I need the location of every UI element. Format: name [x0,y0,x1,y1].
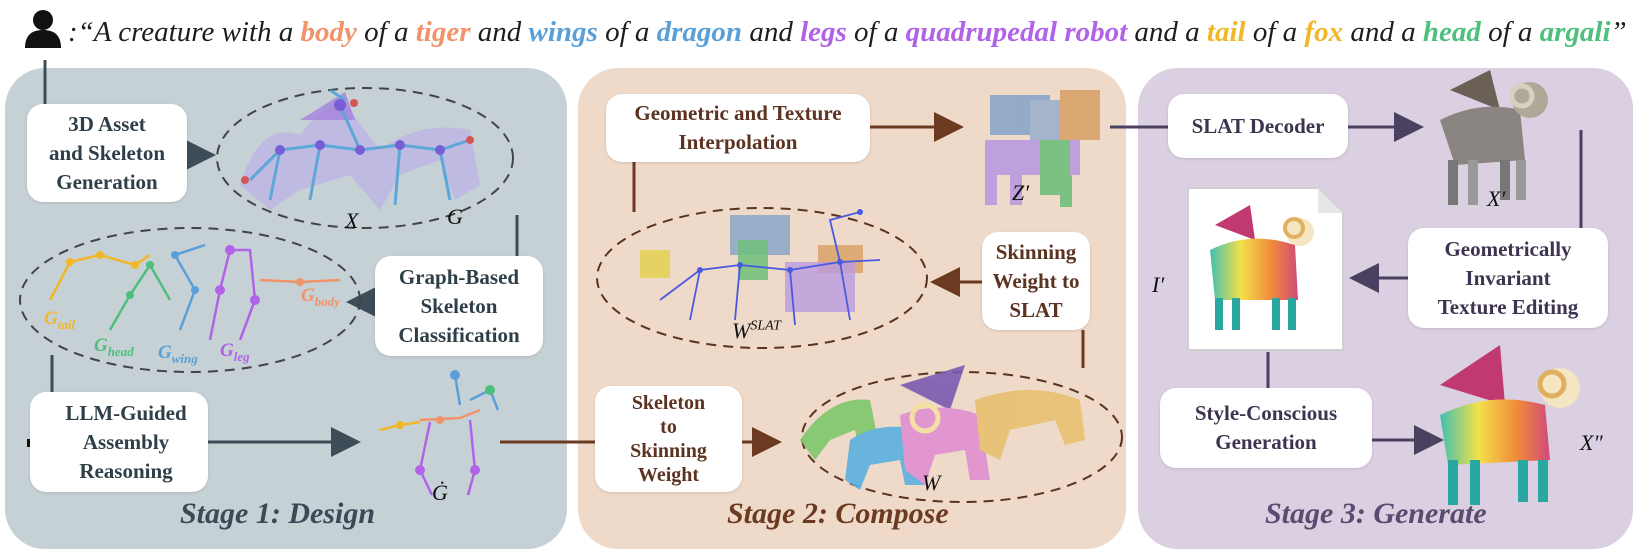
user-icon [25,10,61,48]
prompt-segment: wings [528,16,598,48]
symbol-w-slat: WSLAT [732,318,781,343]
symbol-z-prime: Z′ [1012,180,1030,205]
prompt-segment: of a [356,16,416,48]
label-g-leg: Gleg [220,340,250,365]
graph-label-base: G [220,340,234,361]
assembled-skeleton-illustration [379,374,500,496]
label-g-tail: Gtail [44,308,75,333]
graph-label-sub: leg [233,348,250,364]
prompt-segment: and [470,16,529,48]
prompt-segment: ” [1610,16,1627,48]
symbol-i-prime: I′ [1152,272,1165,297]
graph-label-sub: head [107,343,134,359]
wslat-illustration [640,209,881,326]
prompt-segment: argali [1539,16,1611,48]
decoded-creature-illustration [1440,70,1548,205]
prompt-segment: of a [1480,16,1540,48]
prompt-segment: quadrupedal robot [905,16,1128,48]
prompt-segment: body [300,16,357,48]
symbol-g-dot: Ġ [432,480,448,505]
style-conscious-generation-box: Style-Conscious Generation [1160,388,1372,468]
final-creature-illustration [1440,345,1580,505]
prompt-segment: tail [1206,16,1246,48]
graph-label-sub: wing [171,350,198,366]
stage2-title: Stage 2: Compose [727,497,949,530]
prompt-segment: dragon [656,16,743,48]
prompt-segment: of a [597,16,657,48]
prompt-segment: fox [1304,16,1344,48]
prompt-segment: legs [800,16,847,48]
graph-label-base: G [301,285,315,306]
symbol-x-double-prime: X″ [1580,430,1603,455]
llm-assembly-reasoning-box: LLM-Guided Assembly Reasoning [30,392,208,492]
graph-label-sub: tail [57,316,76,332]
prompt-segment: head [1422,16,1481,48]
graph-label-base: G [94,335,108,356]
geometric-texture-interpolation-box: Geometric and Texture Interpolation [606,94,870,162]
prompt-segment: of a [846,16,906,48]
symbol-w-slat-sup: SLAT [750,318,781,334]
slat-decoder-box: SLAT Decoder [1168,94,1348,158]
asset-ellipse [216,87,514,229]
prompt-segment: and [742,16,801,48]
asset-skeleton-illustration [240,88,480,210]
prompt-bar: :“A creature with a body of a tiger and … [0,0,1637,62]
prompt-segment: and a [1343,16,1423,48]
textured-image-card [1187,187,1344,351]
prompt-segment: of a [1245,16,1305,48]
symbol-g: G [447,204,463,229]
symbol-x-prime: X′ [1487,186,1506,211]
skinning-weight-to-slat-box: Skinning Weight to SLAT [982,232,1090,330]
graph-label-base: G [44,308,58,329]
texture-editing-box: Geometrically Invariant Texture Editing [1408,228,1608,328]
label-g-head: Ghead [94,335,134,360]
symbol-w: W [922,470,941,495]
skeleton-to-skinning-weight-box: Skeleton to Skinning Weight [595,386,742,492]
voxel-creature-illustration [985,90,1100,207]
prompt-segment: and a [1127,16,1207,48]
graph-label-base: G [158,342,172,363]
wslat-ellipse [596,207,928,349]
symbol-x: X [345,208,359,233]
prompt-segment: tiger [415,16,471,48]
prompt-segment: :“A creature with a [68,16,301,48]
subgraph-joints [66,245,304,305]
prompt-text: :“A creature with a body of a tiger and … [68,16,1627,49]
graph-label-sub: body [314,293,341,309]
asset-skeleton-generation-box: 3D Asset and Skeleton Generation [27,104,187,202]
label-g-body: Gbody [301,285,340,310]
stage3-title: Stage 3: Generate [1265,497,1487,530]
label-g-wing: Gwing [158,342,198,367]
stage1-title: Stage 1: Design [180,497,375,530]
skinning-weight-meshes-illustration [800,365,1085,490]
graph-skeleton-classification-box: Graph-Based Skeleton Classification [375,256,543,356]
graph-ellipse [19,227,361,373]
